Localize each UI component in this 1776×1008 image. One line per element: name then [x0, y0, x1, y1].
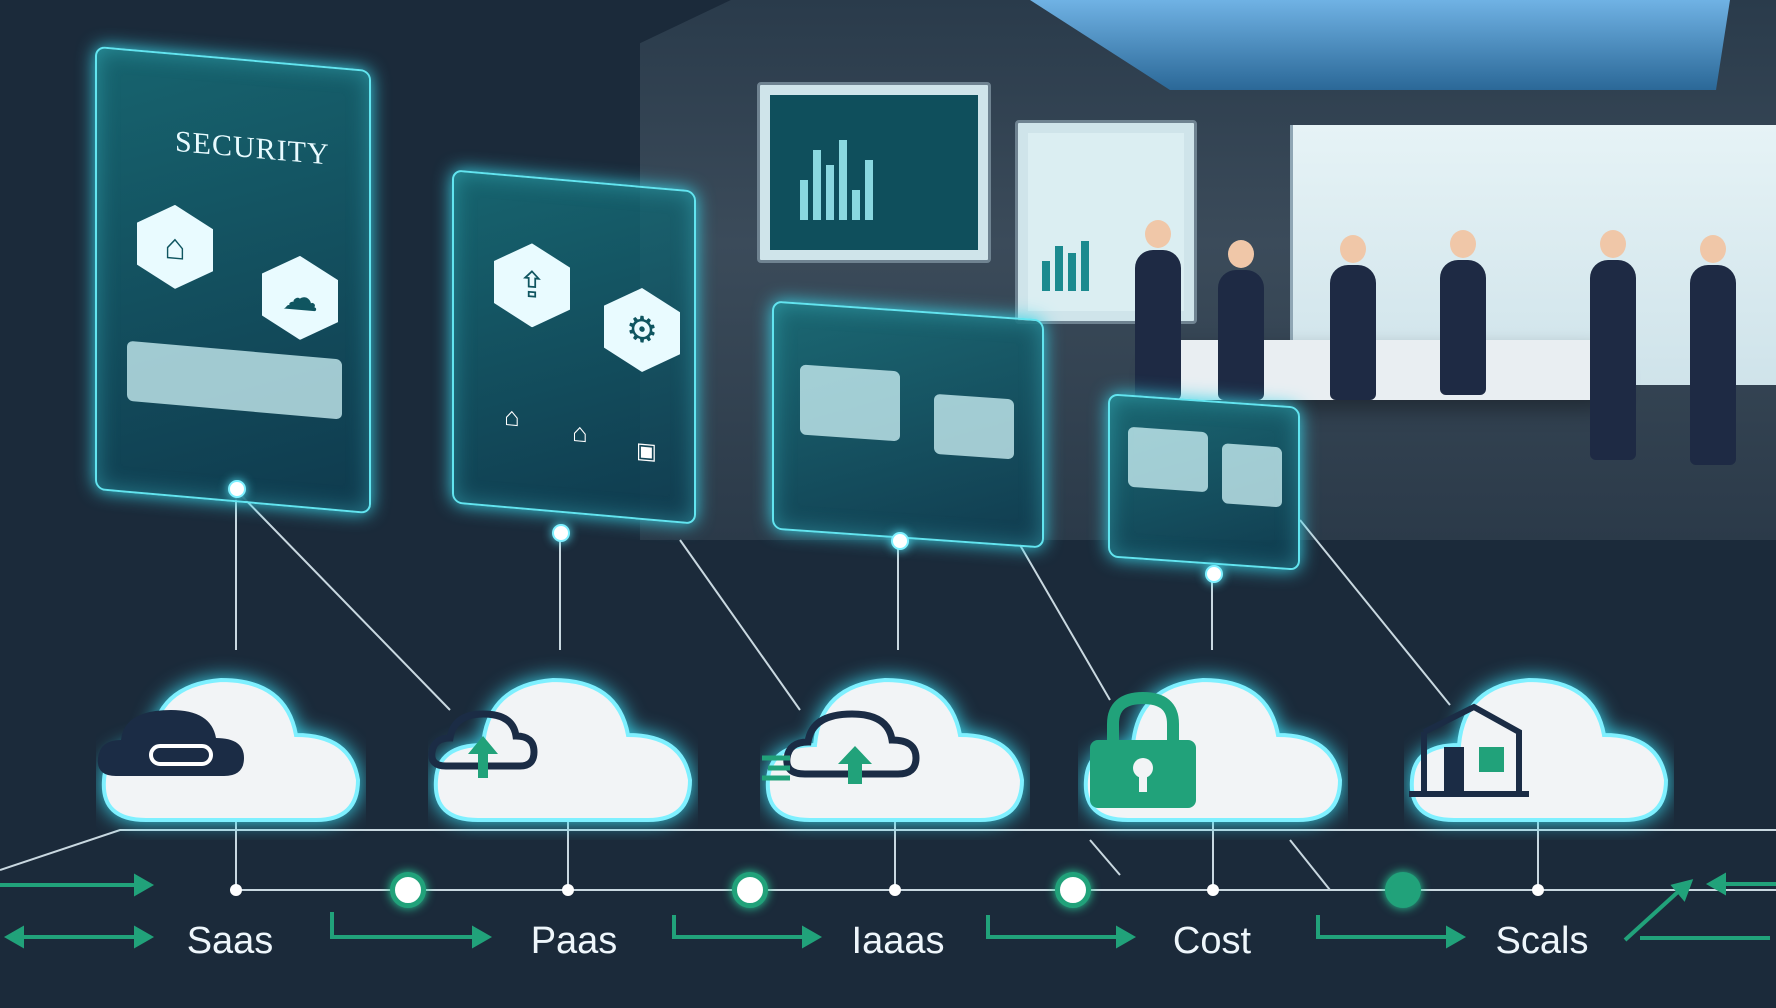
- wall-monitor-1: [757, 82, 991, 263]
- person-1: [1135, 220, 1181, 400]
- cost-node: [1205, 565, 1223, 583]
- status-dot-1: [390, 872, 426, 908]
- label-saas: Saas: [186, 920, 274, 962]
- status-dot-4: [1385, 872, 1421, 908]
- label-iaas: Iaaas: [851, 920, 945, 962]
- cost-cloud: [1078, 650, 1348, 840]
- security-node: [228, 480, 246, 498]
- junction-scale: [1532, 884, 1544, 896]
- iaas-cloud: [760, 650, 1030, 840]
- infrastructure-node: [891, 532, 909, 550]
- junction-cost: [1207, 884, 1219, 896]
- person-6: [1690, 235, 1736, 465]
- junction-paas: [562, 884, 574, 896]
- person-3: [1330, 235, 1376, 400]
- label-paas: Paas: [530, 920, 618, 962]
- person-5: [1590, 230, 1636, 460]
- status-dot-3: [1055, 872, 1091, 908]
- label-scale: Scals: [1495, 920, 1589, 962]
- label-cost: Cost: [1172, 920, 1252, 962]
- junction-iaas: [889, 884, 901, 896]
- junction-saas: [230, 884, 242, 896]
- status-dot-2: [732, 872, 768, 908]
- scale-cloud: [1404, 650, 1674, 840]
- saas-cloud: [96, 650, 366, 840]
- person-4: [1440, 230, 1486, 395]
- person-2: [1218, 240, 1264, 400]
- paas-cloud: [428, 650, 698, 840]
- platform-node: [552, 524, 570, 542]
